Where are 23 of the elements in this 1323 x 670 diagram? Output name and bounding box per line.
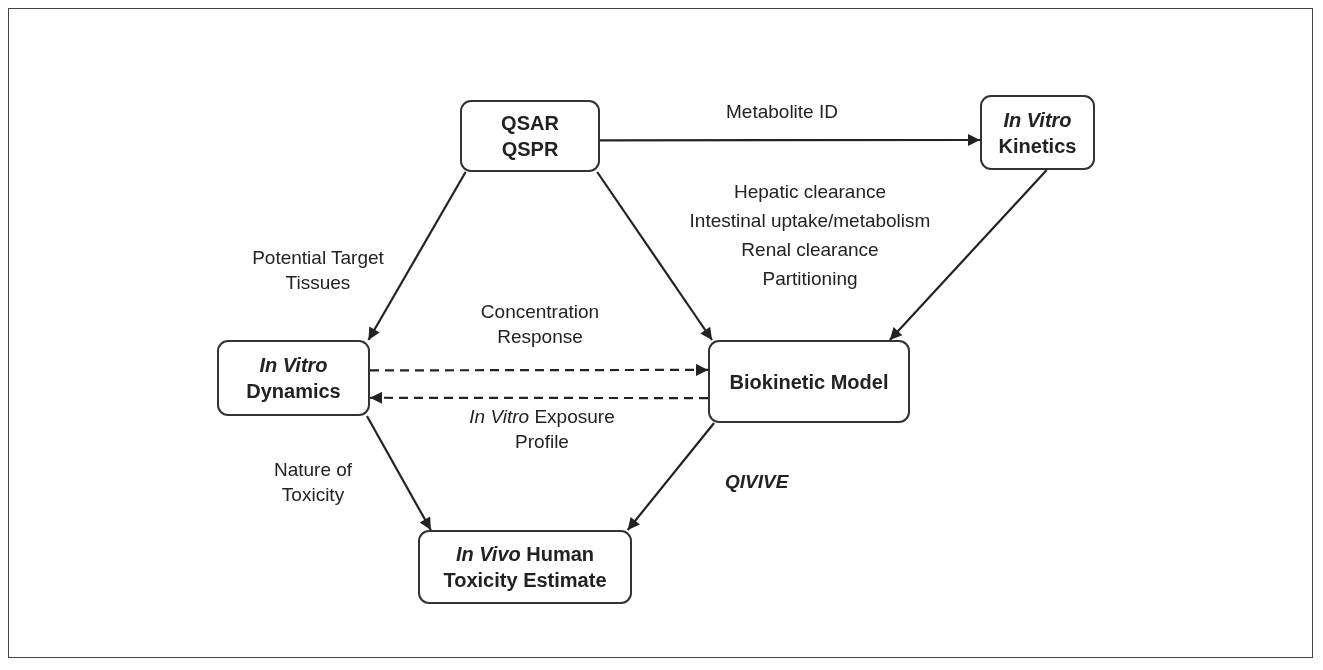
- process-box: In Vitro Kinetics: [980, 95, 1095, 170]
- arrow: [889, 169, 1048, 341]
- process-box: In Vivo Human Toxicity Estimate: [418, 530, 632, 604]
- arrow: [626, 422, 715, 531]
- note-text: Intestinal uptake/metabolism: [688, 209, 932, 233]
- edge-label: Metabolite ID: [725, 100, 839, 124]
- arrow: [596, 171, 713, 341]
- arrow: [367, 171, 467, 341]
- note-text: Hepatic clearance: [732, 180, 888, 204]
- arrow: [366, 415, 432, 531]
- edge-label: Concentration Response: [479, 300, 601, 349]
- arrow: [600, 134, 980, 146]
- process-box: Biokinetic Model: [708, 340, 910, 423]
- edge-label: Nature of Toxicity: [272, 458, 354, 507]
- edge-label: QIVIVE: [725, 470, 789, 494]
- edge-label: In Vitro Exposure Profile: [468, 405, 616, 454]
- note-text: Partitioning: [761, 267, 859, 291]
- edge-label: Potential Target Tissues: [251, 246, 385, 295]
- dashed-arrow: [370, 391, 708, 404]
- dashed-arrow: [370, 363, 708, 376]
- note-text: Renal clearance: [740, 238, 880, 262]
- process-box: QSAR QSPR: [460, 100, 600, 172]
- process-box: In Vitro Dynamics: [217, 340, 370, 416]
